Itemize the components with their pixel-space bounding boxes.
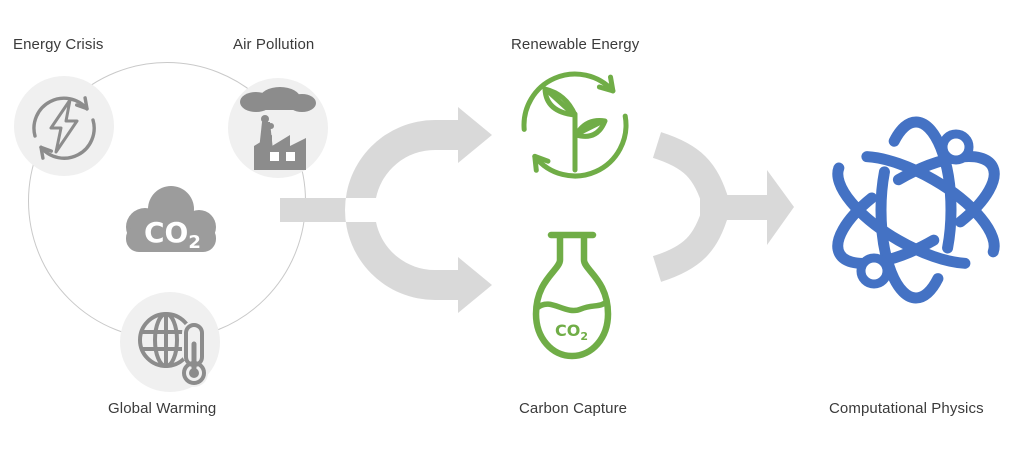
- renewable-energy-label: Renewable Energy: [511, 36, 640, 53]
- globe-thermometer-icon: [120, 292, 220, 392]
- icon-chip: [14, 76, 114, 176]
- carbon-capture-label: Carbon Capture: [519, 400, 628, 417]
- factory-building: [254, 135, 306, 170]
- flask-co2-text: CO2: [555, 321, 588, 343]
- liquid-wave: [534, 298, 610, 314]
- factory-smoke-icon: [228, 78, 328, 178]
- electricity-cycle-icon: [14, 76, 114, 176]
- lightning-bolt: [49, 98, 79, 154]
- plant-recycle-icon: [521, 71, 629, 179]
- air-pollution-label: Air Pollution: [233, 36, 315, 53]
- global-warming-label: Global Warming: [108, 400, 217, 417]
- split-arrow: [280, 107, 492, 313]
- electron: [938, 129, 974, 165]
- atom-icon: [832, 116, 1000, 304]
- merge-arrow: [652, 132, 794, 282]
- electron: [856, 253, 892, 289]
- flask-icon: CO2: [532, 231, 612, 360]
- plant-sprout: [542, 86, 608, 173]
- co2-text: CO2: [144, 216, 201, 253]
- computational-physics-label: Computational Physics: [829, 400, 984, 417]
- energy-crisis-label: Energy Crisis: [13, 36, 104, 53]
- thermometer: [182, 323, 206, 385]
- co2-cloud-icon: CO2: [126, 186, 216, 253]
